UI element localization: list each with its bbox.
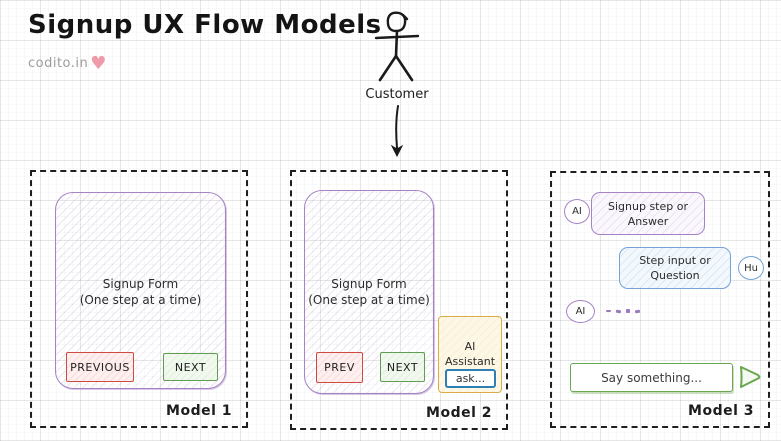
model1-form-subtitle: (One step at a time) [79, 293, 202, 307]
brand-text: codito.in [28, 56, 89, 71]
model2-form-title: Signup Form [331, 277, 407, 291]
typing-indicator-icon [606, 309, 641, 313]
ai-assistant-line1: AI [464, 340, 476, 353]
ai-assistant-box: AI Assistant ask... [438, 316, 502, 393]
next-button-2[interactable]: NEXT [380, 352, 425, 382]
model1-label: Model 1 [166, 403, 232, 419]
ai-badge: AI [564, 199, 590, 224]
arrow-down-icon [390, 105, 404, 158]
hu-badge: Hu [738, 256, 764, 280]
model2-label: Model 2 [426, 405, 492, 421]
ai-message-bubble: Signup step or Answer [591, 192, 705, 235]
ai-badge-typing: AI [566, 300, 595, 323]
prev-button[interactable]: PREV [316, 352, 363, 383]
human-message-bubble: Step input or Question [619, 247, 731, 289]
model2-signup-form: Signup Form (One step at a time) PREV NE… [304, 190, 434, 394]
send-button[interactable] [738, 364, 762, 390]
customer-figure [363, 8, 433, 88]
next-button[interactable]: NEXT [163, 353, 218, 381]
model2-panel: Signup Form (One step at a time) PREV NE… [290, 170, 508, 430]
model3-label: Model 3 [688, 403, 754, 419]
heart-icon: ♥ [90, 52, 107, 74]
model1-panel: Signup Form (One step at a time) PREVIOU… [30, 170, 248, 428]
model2-form-text: Signup Form (One step at a time) [305, 276, 433, 308]
model1-form-text: Signup Form (One step at a time) [56, 276, 225, 308]
brand-credit: codito.in ♥ [28, 52, 107, 74]
chat-input[interactable]: Say something... [570, 363, 733, 392]
stick-figure-icon [374, 11, 420, 82]
send-triangle-icon [740, 366, 761, 388]
ai-assistant-line2: Assistant [444, 355, 496, 368]
model2-form-subtitle: (One step at a time) [308, 293, 430, 307]
ai-assistant-title: AI Assistant [439, 339, 501, 369]
customer-label: Customer [365, 87, 429, 102]
model1-signup-form: Signup Form (One step at a time) PREVIOU… [55, 192, 226, 389]
customer-arrow [388, 104, 406, 158]
previous-button[interactable]: PREVIOUS [66, 352, 134, 382]
model3-panel: AI Signup step or Answer Step input or Q… [550, 171, 770, 428]
model1-form-title: Signup Form [102, 277, 179, 291]
ask-input[interactable]: ask... [445, 369, 496, 388]
page-title: Signup UX Flow Models [28, 10, 382, 40]
